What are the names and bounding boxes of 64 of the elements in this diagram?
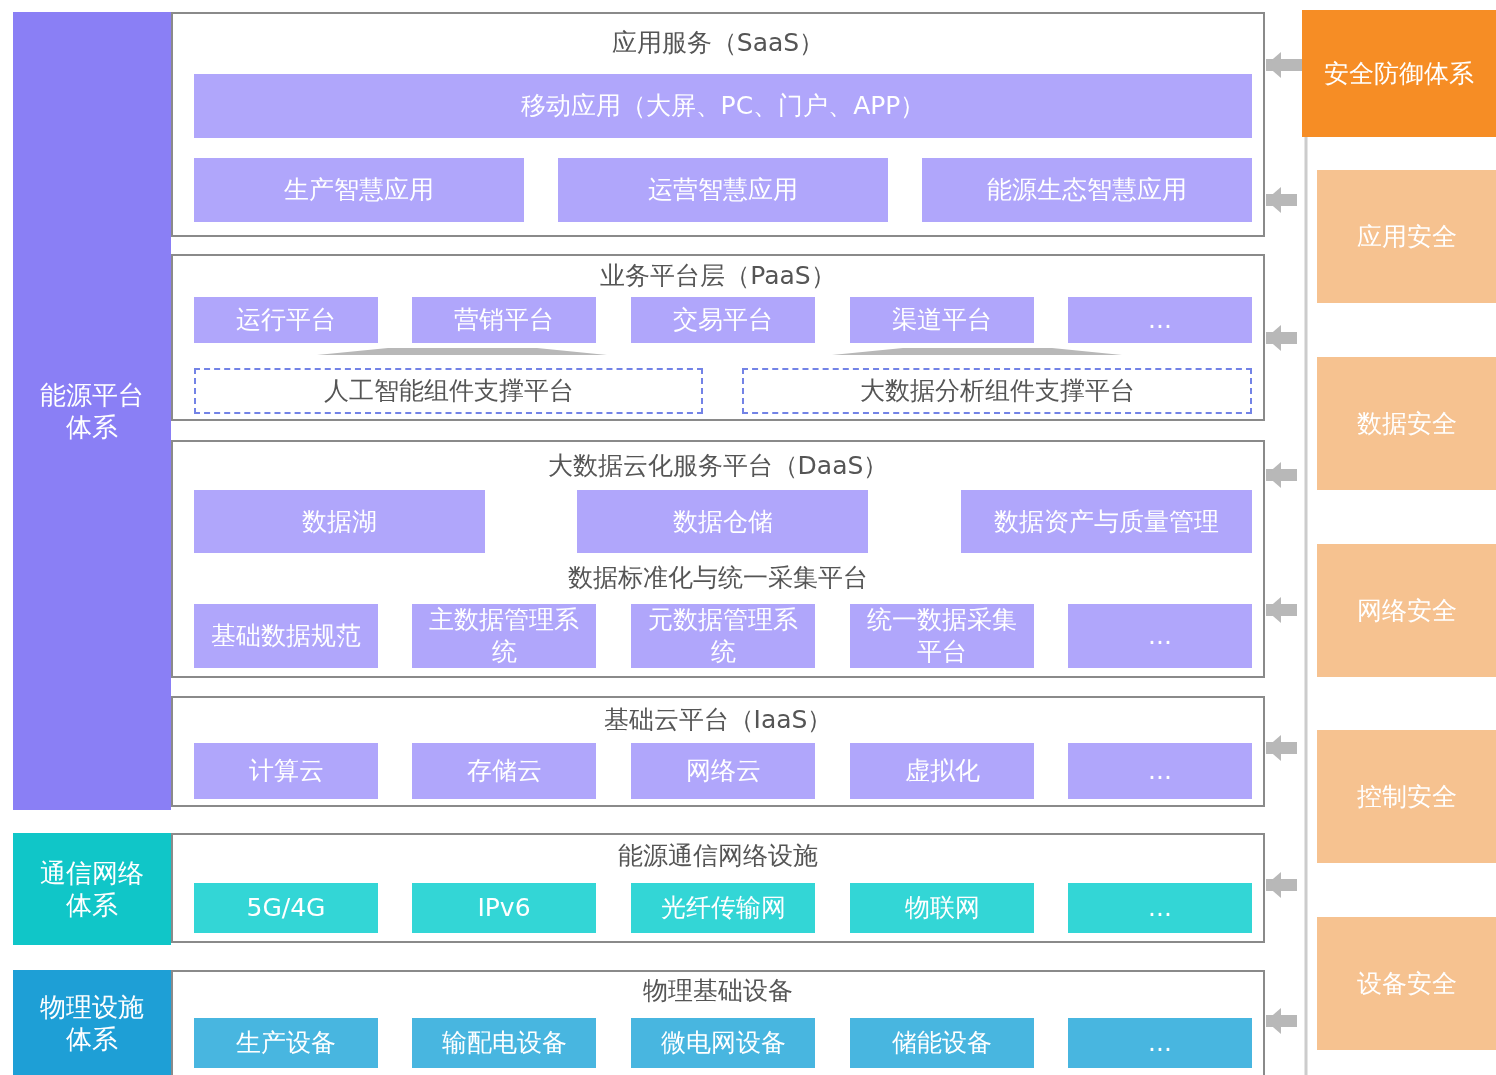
arrow (1266, 52, 1302, 78)
layer-frame (171, 970, 1265, 1075)
module-box: 渠道平台 (850, 297, 1034, 343)
module-box: 光纤传输网 (631, 883, 815, 933)
module-box: 运行平台 (194, 297, 378, 343)
module-box: 统一数据采集平台 (850, 604, 1034, 668)
layer-frame (171, 254, 1265, 421)
layer-frame (171, 440, 1265, 678)
platform-box: 人工智能组件支撑平台 (194, 368, 703, 414)
layer-frame (171, 696, 1265, 807)
layer-frame (171, 833, 1265, 943)
arrow (1266, 872, 1297, 898)
layer-heading: 数据标准化与统一采集平台 (567, 562, 869, 594)
module-box: 移动应用（大屏、PC、门户、APP） (194, 74, 1252, 138)
security-box: 网络安全 (1317, 544, 1496, 677)
system-band: 能源平台体系 (13, 12, 171, 810)
module-box: 能源生态智慧应用 (922, 158, 1252, 222)
security-box: 设备安全 (1317, 917, 1496, 1050)
module-box: 输配电设备 (412, 1018, 596, 1068)
security-box: 数据安全 (1317, 357, 1496, 490)
module-box: 交易平台 (631, 297, 815, 343)
module-box: ... (1068, 1018, 1252, 1068)
module-box: ... (1068, 743, 1252, 799)
module-box: ... (1068, 883, 1252, 933)
arrow (1266, 325, 1297, 351)
module-box: ... (1068, 604, 1252, 668)
layer-heading: 应用服务（SaaS） (610, 27, 826, 59)
layer-heading: 业务平台层（PaaS） (599, 260, 837, 292)
layer-heading: 能源通信网络设施 (617, 840, 819, 872)
module-box: 生产智慧应用 (194, 158, 524, 222)
module-box: IPv6 (412, 883, 596, 933)
system-band: 物理设施体系 (13, 970, 171, 1075)
security-box: 控制安全 (1317, 730, 1496, 863)
module-box: 微电网设备 (631, 1018, 815, 1068)
arrow (1266, 187, 1297, 213)
module-box: 储能设备 (850, 1018, 1034, 1068)
layer-heading: 物理基础设备 (642, 975, 794, 1007)
layer-heading: 大数据云化服务平台（DaaS） (546, 450, 890, 482)
module-box: 基础数据规范 (194, 604, 378, 668)
module-box: 生产设备 (194, 1018, 378, 1068)
module-box: 虚拟化 (850, 743, 1034, 799)
module-box: 计算云 (194, 743, 378, 799)
arrow (1266, 1008, 1297, 1034)
security-box: 应用安全 (1317, 170, 1496, 303)
arrow (1266, 735, 1297, 761)
platform-box: 大数据分析组件支撑平台 (742, 368, 1252, 414)
module-box: ... (1068, 297, 1252, 343)
system-band: 通信网络体系 (13, 833, 171, 945)
module-box: 营销平台 (412, 297, 596, 343)
layer-frame (171, 12, 1265, 237)
security-header: 安全防御体系 (1302, 10, 1496, 137)
module-box: 数据湖 (194, 490, 485, 553)
module-box: 数据仓储 (577, 490, 868, 553)
module-box: 主数据管理系统 (412, 604, 596, 668)
module-box: 存储云 (412, 743, 596, 799)
module-box: 网络云 (631, 743, 815, 799)
arrow (1266, 597, 1297, 623)
layer-heading: 基础云平台（IaaS） (602, 704, 834, 736)
arrow (1266, 462, 1297, 488)
module-box: 运营智慧应用 (558, 158, 888, 222)
module-box: 物联网 (850, 883, 1034, 933)
module-box: 数据资产与质量管理 (961, 490, 1252, 553)
module-box: 元数据管理系统 (631, 604, 815, 668)
module-box: 5G/4G (194, 883, 378, 933)
